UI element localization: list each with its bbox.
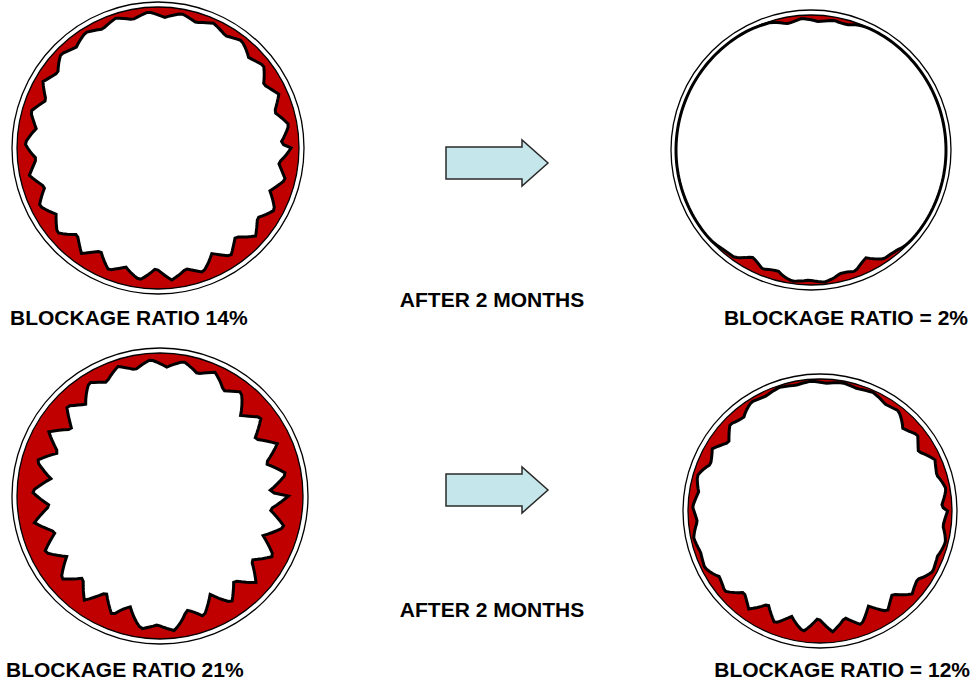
pipe-wall [12,348,308,644]
deposit [688,379,952,643]
deposit [17,353,303,639]
pipe-wall [17,353,303,639]
deposit-edge [26,12,292,280]
time-label: AFTER 2 MONTHS [400,287,584,312]
flow-arrow [446,140,548,186]
blockage-ratio: BLOCKAGE RATIO = 12% [714,657,970,682]
pipe-wall [12,2,304,294]
deposit [676,15,946,285]
pipe-wall [17,7,299,289]
deposit-edge [676,19,946,282]
blockage-ratio: BLOCKAGE RATIO 14% [10,305,248,330]
pipe-wall [671,10,951,290]
time-label: AFTER 2 MONTHS [400,597,584,622]
deposit-edge [693,381,948,631]
blockage-ratio: BLOCKAGE RATIO = 2% [724,305,968,330]
pipe-wall [683,374,957,648]
pipe-wall [688,379,952,643]
flow-arrow [446,467,548,513]
pipe-wall [676,15,946,285]
deposit [17,7,299,289]
blockage-ratio: BLOCKAGE RATIO 21% [6,657,244,682]
deposit-edge [33,360,288,630]
